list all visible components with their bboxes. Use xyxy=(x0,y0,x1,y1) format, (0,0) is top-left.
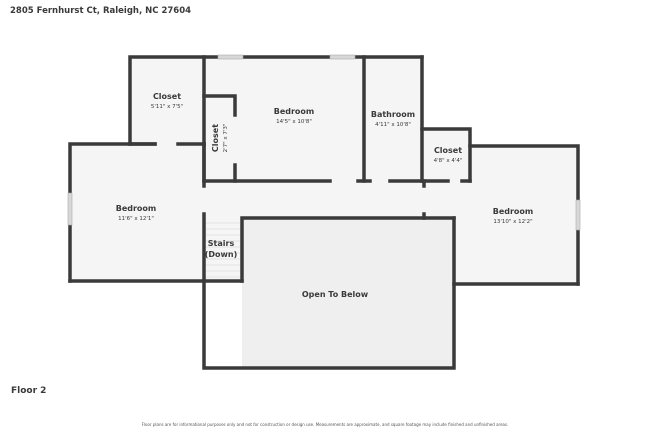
svg-text:Open To Below: Open To Below xyxy=(302,290,369,299)
room-label-bedroom-left: Bedroom 11'6" x 12'1" xyxy=(116,204,157,222)
room-label-bedroom-top: Bedroom 14'5" x 10'8" xyxy=(274,107,315,125)
svg-text:Closet: Closet xyxy=(211,124,220,152)
windows xyxy=(67,54,581,231)
room-label-bedroom-right: Bedroom 13'10" x 12'2" xyxy=(493,207,534,225)
svg-text:14'5" x 10'8": 14'5" x 10'8" xyxy=(276,119,312,125)
svg-text:Bathroom: Bathroom xyxy=(371,110,415,119)
window-left-bedroom xyxy=(67,192,73,226)
svg-text:13'10" x 12'2": 13'10" x 12'2" xyxy=(493,219,532,225)
window-top-right xyxy=(329,54,356,60)
room-label-closet-3: Closet 4'8" x 4'4" xyxy=(434,146,463,164)
svg-text:Bedroom: Bedroom xyxy=(493,207,534,216)
svg-text:5'11" x 7'5": 5'11" x 7'5" xyxy=(151,104,183,110)
room-label-closet-1: Closet 5'11" x 7'5" xyxy=(151,92,183,110)
floor-fills xyxy=(70,57,578,368)
svg-text:2'7" x 7'3": 2'7" x 7'3" xyxy=(223,124,229,153)
room-label-closet-2: Closet 2'7" x 7'3" xyxy=(211,124,229,153)
walls xyxy=(68,55,580,370)
room-label-stairs: Stairs (Down) xyxy=(205,239,238,259)
svg-text:Bedroom: Bedroom xyxy=(274,107,315,116)
room-label-bathroom: Bathroom 4'11" x 10'8" xyxy=(371,110,415,128)
svg-text:Closet: Closet xyxy=(153,92,181,101)
svg-text:Bedroom: Bedroom xyxy=(116,204,157,213)
svg-text:Closet: Closet xyxy=(434,146,462,155)
floor-label: Floor 2 xyxy=(11,386,47,396)
svg-text:4'8" x 4'4": 4'8" x 4'4" xyxy=(434,158,463,164)
open-to-below-area xyxy=(242,218,454,368)
window-right-bedroom xyxy=(575,199,581,231)
svg-text:4'11" x 10'8": 4'11" x 10'8" xyxy=(375,122,411,128)
disclaimer-text: Floor plans are for informational purpos… xyxy=(141,422,509,427)
property-address: 2805 Fernhurst Ct, Raleigh, NC 27604 xyxy=(10,6,192,16)
window-top-left xyxy=(217,54,244,60)
svg-text:Stairs: Stairs xyxy=(208,239,235,248)
room-label-open-to-below: Open To Below xyxy=(302,290,369,299)
stair-treads xyxy=(205,222,241,278)
svg-text:11'6" x 12'1": 11'6" x 12'1" xyxy=(118,216,154,222)
svg-text:(Down): (Down) xyxy=(205,250,238,259)
